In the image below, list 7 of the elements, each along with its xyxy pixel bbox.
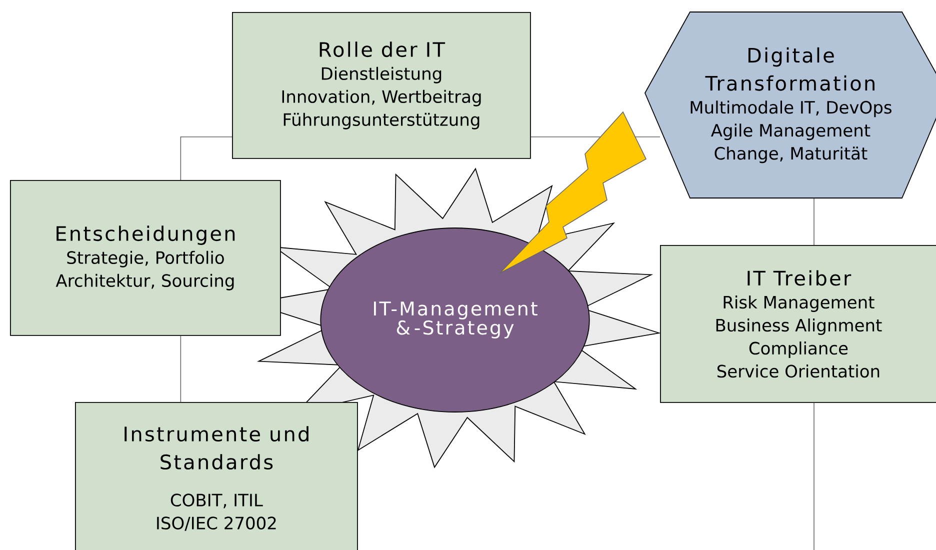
process-box: IT Treiber Risk Management Business Alignment Compliance Service Orientation [660, 245, 936, 403]
process-box: Rolle der IT Dienstleistung Innovation, Wertbeitrag Führungsunterstützung [232, 12, 531, 159]
connector-line [180, 136, 232, 180]
process-box: Instrumente und Standards COBIT, ITIL ISO/IEC 27002 [75, 402, 358, 550]
hexagon-box: Digitale Transformation Multimodale IT, DevOps Agile Management Change, Maturität [644, 12, 936, 198]
process-box: Entscheidungen Strategie, Portfolio Architektur, Sourcing [10, 180, 281, 336]
connector-line [180, 336, 182, 402]
